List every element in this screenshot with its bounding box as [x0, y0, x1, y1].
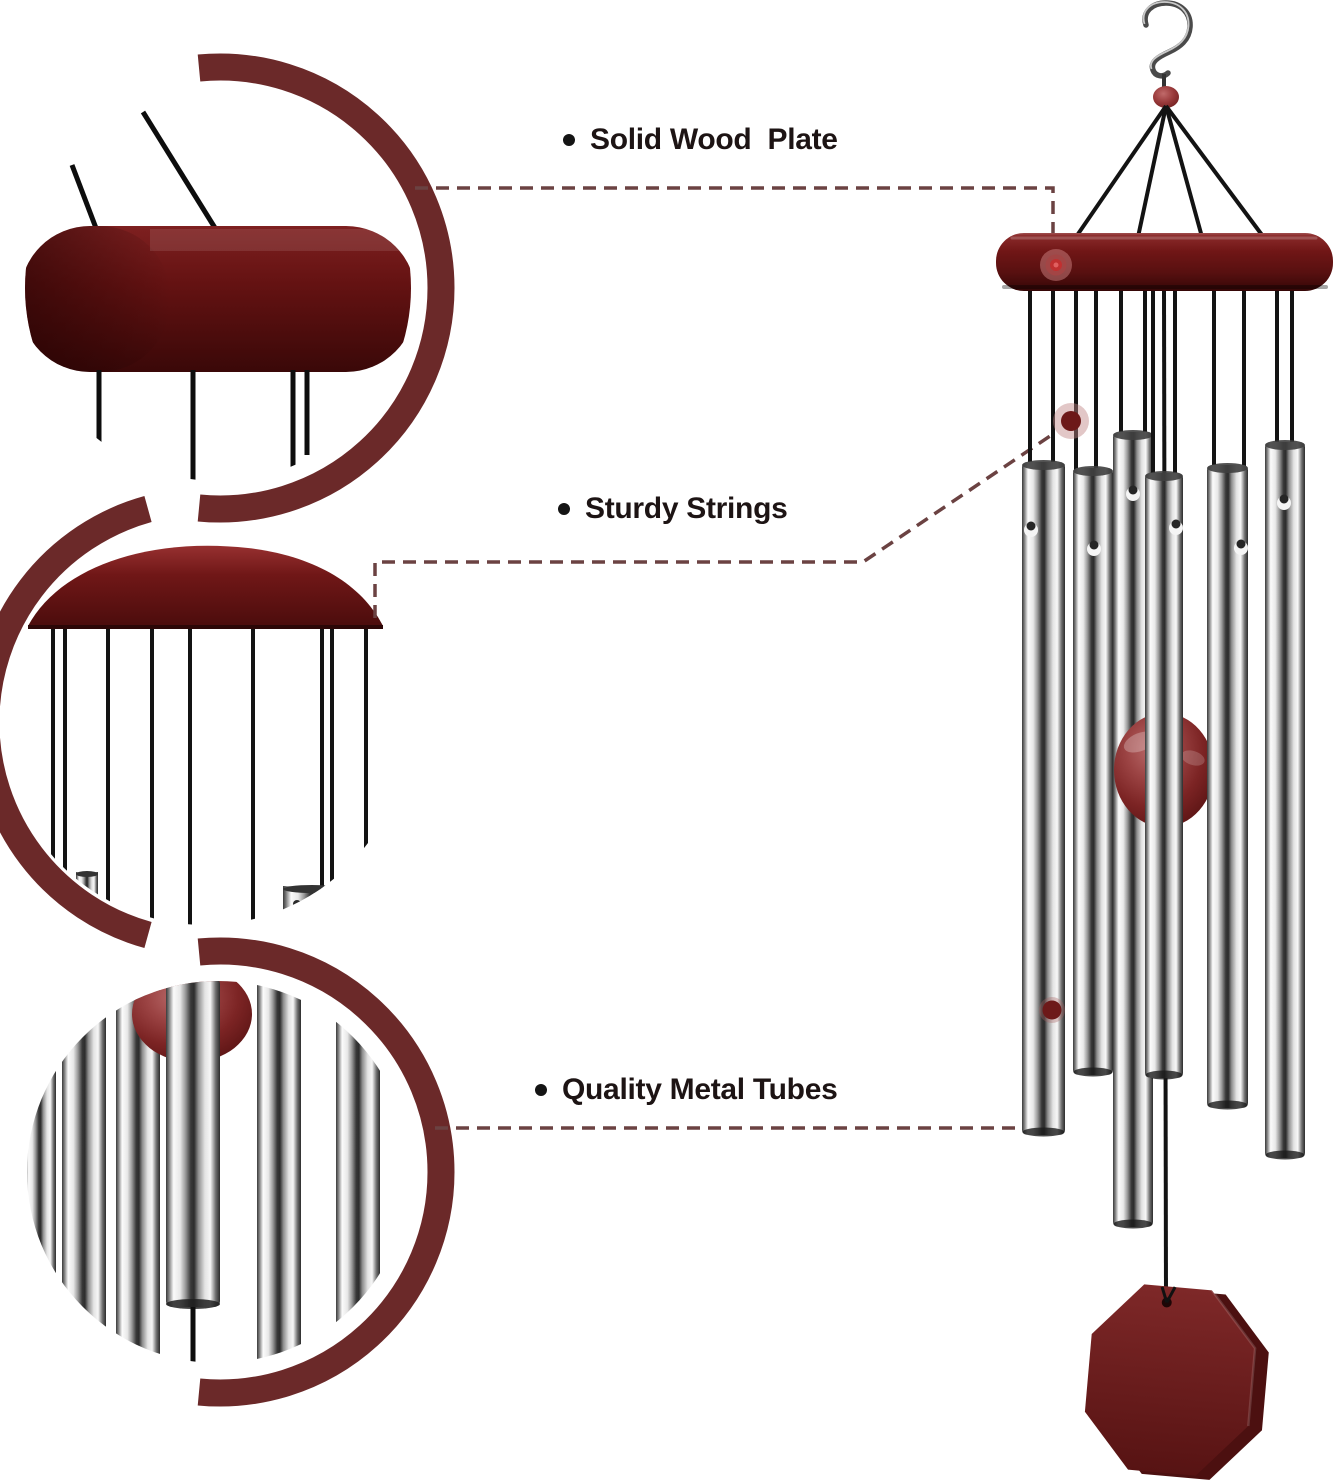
magnified-tube-top: [283, 886, 341, 925]
detail-circle-strings: [0, 495, 383, 949]
callout-label-strings: Sturdy Strings: [558, 488, 788, 530]
callout-text: Sturdy Strings: [585, 492, 788, 525]
callout-label-plate: Solid Wood Plate: [563, 119, 838, 161]
callout-dot-tubes: [1039, 997, 1065, 1023]
callout-line-plate: [415, 186, 1055, 248]
wind-catcher-octagon: [1084, 1284, 1269, 1480]
s-hook: [1142, 0, 1193, 79]
tube-f: [1265, 291, 1305, 1160]
wind-chime: [996, 0, 1333, 1480]
callout-text: Quality Metal Tubes: [562, 1073, 838, 1106]
circle-ring-arc: [197, 937, 455, 1407]
magnified-tube: [27, 981, 56, 1363]
circle-ring-arc: [197, 53, 455, 523]
detail-circle-plate: [25, 53, 455, 523]
callout-text: Solid Wood Plate: [590, 123, 838, 156]
callout-line-strings: [373, 430, 1057, 618]
bullet-icon: [558, 503, 570, 515]
bullet-icon: [535, 1084, 547, 1096]
hanger-bead: [1153, 86, 1179, 108]
tube-c: [1113, 291, 1153, 1229]
s-hook-highlight: [1142, 1, 1190, 70]
octagon-face: [1084, 1284, 1256, 1476]
magnified-tube: [257, 981, 301, 1363]
tube-b: [1073, 291, 1113, 1077]
hanger-strings: [1076, 104, 1264, 238]
magnified-tube: [336, 981, 380, 1363]
tube-d: [1145, 291, 1183, 1080]
string: [69, 164, 102, 237]
detail-circle-tubes: [27, 937, 455, 1407]
top-wood-plate: [996, 233, 1333, 291]
circle-ring-arc: [0, 495, 152, 949]
callout-dot-strings: [1053, 403, 1089, 439]
magnified-plate-underside: [28, 545, 383, 629]
string: [140, 110, 223, 238]
callout-dot-plate: [1040, 249, 1072, 281]
magnified-tube: [166, 981, 220, 1307]
bullet-icon: [563, 134, 575, 146]
tube-e: [1207, 291, 1248, 1110]
magnified-tube: [62, 981, 106, 1363]
callout-label-tubes: Quality Metal Tubes: [535, 1069, 838, 1111]
tube-a: [1022, 291, 1065, 1137]
